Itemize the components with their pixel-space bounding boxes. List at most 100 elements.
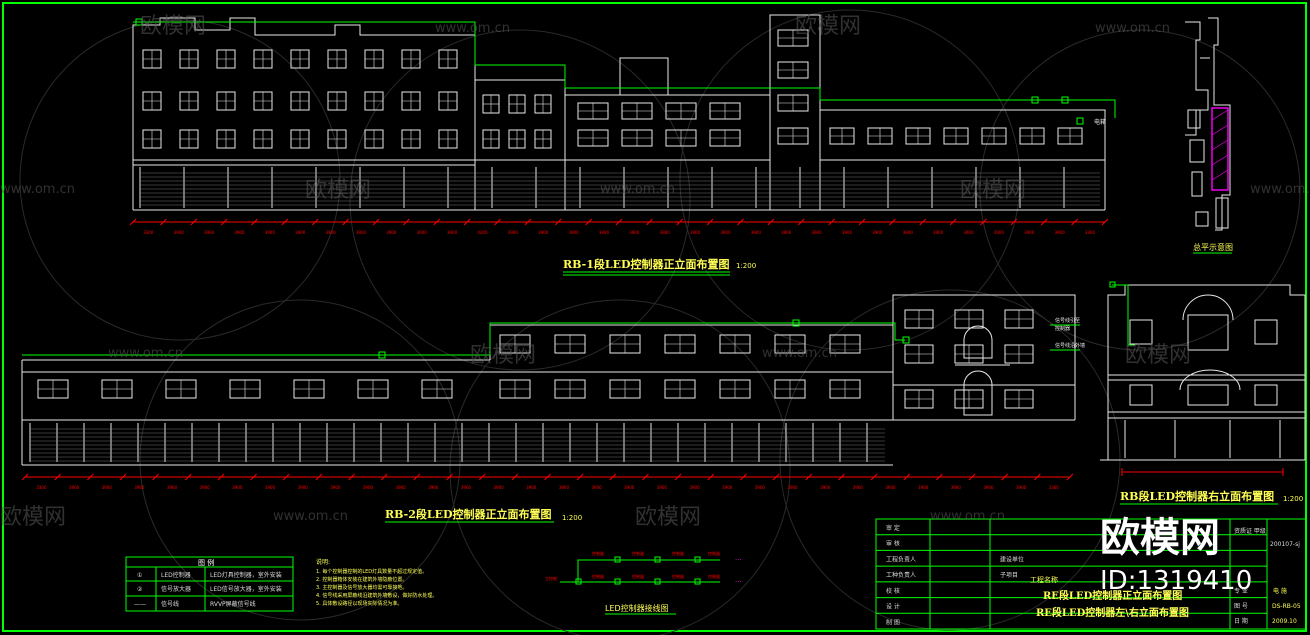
- notes-line-1: 1. 每个控制器控制的LED灯具数量不超过规定值。: [316, 568, 427, 575]
- dimension-label: 3900: [624, 485, 635, 490]
- legend-name-1: LED控制器: [161, 571, 191, 579]
- dimension-tick: [1040, 218, 1048, 226]
- legend-name-3: 信号线: [161, 600, 179, 608]
- dimension-label: 3900: [204, 230, 215, 235]
- dimension-label: 3900: [599, 230, 610, 235]
- dimension-label: 3900: [447, 230, 458, 235]
- dimension-tick: [184, 473, 192, 481]
- dimension-tick: [544, 473, 551, 481]
- dimension-tick: [119, 473, 127, 481]
- dimension-tick: [615, 218, 623, 226]
- dimension-label: 3900: [69, 485, 80, 490]
- dimension-tick: [190, 218, 198, 226]
- dimension-label: 3900: [417, 230, 428, 235]
- title-row-label: 设 计: [886, 603, 900, 611]
- dimension-tick: [805, 473, 813, 481]
- right-scale: 1:200: [1283, 495, 1303, 503]
- dimension-label: 3900: [811, 230, 822, 235]
- rb1-caption: RB-1段LED控制器正立面布置图: [563, 257, 730, 271]
- right-signal-line: [1109, 281, 1135, 346]
- dimension-tick: [838, 473, 845, 481]
- wm-site-7: www.om.cn: [762, 346, 837, 361]
- svg-text:控制器: 控制器: [708, 573, 720, 579]
- dimension-label: 3900: [356, 230, 367, 235]
- notes-block: 说明: 1. 每个控制器控制的LED灯具数量不超过规定值。 2. 控制器箱体安装…: [316, 558, 437, 607]
- dimension-tick: [250, 473, 257, 481]
- dimension-tick: [949, 218, 957, 226]
- dimension-tick: [707, 473, 715, 481]
- dimension-tick: [129, 218, 137, 226]
- wm-site-1: www.om.cn: [435, 21, 510, 36]
- dimension-label: 3900: [918, 485, 929, 490]
- dimension-tick: [54, 473, 62, 481]
- dimension-tick: [919, 218, 927, 226]
- dimension-tick: [903, 473, 911, 481]
- dimension-tick: [1033, 473, 1041, 481]
- dimension-label: 3900: [508, 230, 519, 235]
- notes-line-2: 2. 控制器箱体安装在建筑外墙隐蔽位置。: [316, 576, 407, 583]
- dimension-tick: [1066, 473, 1074, 481]
- dimension-label: 3900: [234, 230, 245, 235]
- dimension-label: 3900: [568, 230, 579, 235]
- dimension-tick: [220, 218, 228, 226]
- dimension-label: 3900: [396, 485, 407, 490]
- watermark-text: www.om.cn www.om.cn www.om.cn www.om.cn …: [0, 14, 1310, 530]
- dimension-label: 3900: [200, 485, 211, 490]
- dimension-label: 3900: [494, 485, 505, 490]
- wm-brand-1: 欧模网: [140, 14, 206, 39]
- dimension-label: 3900: [461, 485, 472, 490]
- dimension-label: 3900: [963, 230, 974, 235]
- svg-text:控制器: 控制器: [592, 550, 604, 556]
- rb1-windows: [142, 29, 1083, 149]
- svg-text:控制器: 控制器: [592, 573, 604, 579]
- wiring-continue-bottom: ···: [735, 578, 742, 586]
- dimension-tick: [372, 218, 380, 226]
- dimension-label: 3900: [903, 230, 914, 235]
- dimension-tick: [936, 473, 943, 481]
- dimension-label: 3900: [1024, 230, 1035, 235]
- rb2-note-3: 信号线沿外墙: [1055, 342, 1085, 349]
- dimension-label: 3900: [265, 230, 276, 235]
- dimension-tick: [870, 473, 878, 481]
- dimension-label: 3300: [36, 485, 47, 490]
- title-row-label: 审 定: [886, 524, 900, 532]
- dimension-tick: [380, 473, 388, 481]
- dimension-label: 3900: [526, 485, 537, 490]
- title-row-label: 制 图: [886, 618, 900, 626]
- dimension-tick: [281, 218, 289, 226]
- notes-line-4: 4. 信号线采用屏蔽线沿建筑外墙敷设，做好防水处理。: [316, 592, 437, 599]
- title-row-label: 校 核: [886, 587, 900, 595]
- dimension-tick: [797, 218, 805, 226]
- wm-site-9: www.om.cn: [930, 509, 1005, 524]
- legend-desc-1: LED灯具控制器，室外安装: [210, 571, 282, 579]
- rb1-scale: 1:200: [736, 262, 756, 270]
- dimension-tick: [21, 473, 29, 481]
- rb2-shopfronts: [29, 423, 885, 462]
- tb-side-value-3: DS-RB-05: [1272, 603, 1301, 610]
- dimension-tick: [86, 473, 94, 481]
- dimension-label: 3900: [629, 230, 640, 235]
- title-side-column: 资质证 甲级 200107-sj 专 业 电 施 图 号 DS-RB-05 日 …: [1234, 527, 1301, 625]
- tb-side-label-2: 专 业: [1234, 587, 1248, 595]
- dimension-label: 3900: [298, 485, 309, 490]
- wm-brand-3: 欧模网: [305, 178, 371, 203]
- legend-name-2: 信号放大器: [161, 585, 191, 593]
- dimension-tick: [772, 473, 780, 481]
- dimension-tick: [576, 473, 584, 481]
- dimension-tick: [968, 473, 976, 481]
- dimension-tick: [315, 473, 323, 481]
- dimension-label: 3900: [820, 485, 831, 490]
- rb2-note-1: 信号线引至: [1055, 317, 1080, 324]
- dimension-label: 3900: [538, 230, 549, 235]
- dimension-tick: [463, 218, 471, 226]
- wm-site-5: www.om.cn: [1250, 182, 1310, 197]
- dimension-tick: [1101, 218, 1109, 226]
- dimension-label: 3900: [751, 230, 762, 235]
- wm-brand-2: 欧模网: [795, 14, 861, 39]
- legend-row-1: ① LED控制器 LED灯具控制器，室外安装: [137, 571, 282, 579]
- dimension-label: 3900: [983, 485, 994, 490]
- location-caption: 总平示意图: [1193, 242, 1233, 252]
- dimension-label: 3900: [363, 485, 374, 490]
- dimension-tick: [217, 473, 225, 481]
